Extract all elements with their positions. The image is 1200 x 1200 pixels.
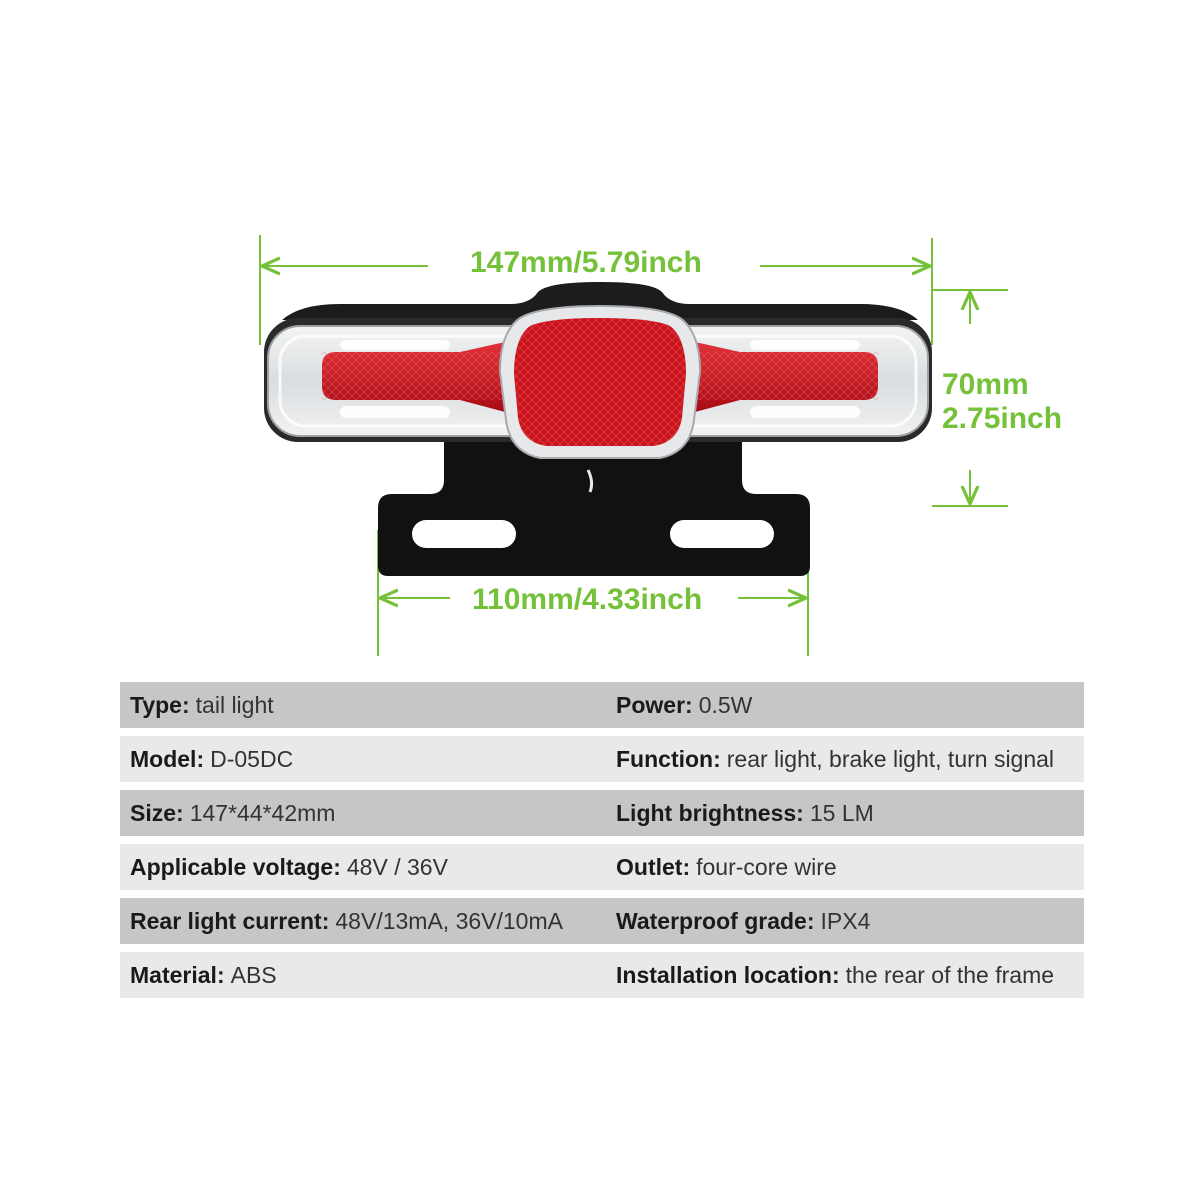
spec-row: Model:D-05DC Function:rear light, brake … bbox=[120, 736, 1084, 782]
spec-row: Applicable voltage:48V / 36V Outlet:four… bbox=[120, 844, 1084, 890]
spec-value: 48V / 36V bbox=[346, 853, 448, 880]
spec-value: tail light bbox=[195, 691, 274, 718]
height-dimension-mm-label: 70mm bbox=[942, 368, 1029, 401]
tail-light-illustration bbox=[259, 235, 1008, 656]
bracket-slot-right bbox=[670, 520, 774, 548]
spec-key: Power bbox=[616, 691, 686, 718]
width-dimension-label: 147mm/5.79inch bbox=[470, 246, 702, 279]
spec-cell: Waterproof grade:IPX4 bbox=[616, 907, 871, 934]
light-housing bbox=[264, 282, 932, 459]
spec-key: Material bbox=[130, 961, 217, 988]
spec-key: Size bbox=[130, 799, 177, 826]
spec-key: Type bbox=[130, 691, 182, 718]
spec-key: Applicable voltage bbox=[130, 853, 334, 880]
spec-cell: Power:0.5W bbox=[616, 691, 753, 718]
spec-key: Light brightness bbox=[616, 799, 797, 826]
spec-cell: Installation location:the rear of the fr… bbox=[616, 961, 1055, 988]
spec-table: Type:tail light Power:0.5W Model:D-05DC … bbox=[120, 682, 1084, 1006]
spec-cell: Model:D-05DC bbox=[130, 745, 294, 772]
spec-cell: Light brightness:15 LM bbox=[616, 799, 874, 826]
spec-row: Material:ABS Installation location:the r… bbox=[120, 952, 1084, 998]
spec-row: Rear light current:48V/13mA, 36V/10mA Wa… bbox=[120, 898, 1084, 944]
spec-key: Function bbox=[616, 745, 714, 772]
spec-value: 147*44*42mm bbox=[189, 799, 336, 826]
spec-key: Model bbox=[130, 745, 197, 772]
spec-cell: Function:rear light, brake light, turn s… bbox=[616, 745, 1055, 772]
spec-cell: Outlet:four-core wire bbox=[616, 853, 837, 880]
spec-value: four-core wire bbox=[696, 853, 837, 880]
product-figure: 147mm/5.79inch 70mm 2.75inch 110mm/4.33i… bbox=[259, 235, 1063, 656]
spec-row: Type:tail light Power:0.5W bbox=[120, 682, 1084, 728]
spec-key: Rear light current bbox=[130, 907, 322, 934]
spec-key: Outlet bbox=[616, 853, 683, 880]
height-dimension-inch-label: 2.75inch bbox=[942, 402, 1063, 435]
bracket-width-dimension-label: 110mm/4.33inch bbox=[472, 583, 703, 616]
spec-value: 0.5W bbox=[698, 691, 753, 718]
spec-cell: Rear light current:48V/13mA, 36V/10mA bbox=[130, 907, 563, 934]
spec-value: ABS bbox=[230, 961, 277, 988]
spec-value: 48V/13mA, 36V/10mA bbox=[335, 907, 563, 934]
spec-value: IPX4 bbox=[820, 907, 871, 934]
dimension-guides bbox=[259, 235, 1008, 656]
spec-value: rear light, brake light, turn signal bbox=[726, 745, 1055, 772]
spec-row: Size:147*44*42mm Light brightness:15 LM bbox=[120, 790, 1084, 836]
spec-cell: Type:tail light bbox=[130, 691, 274, 718]
bracket-slot-left bbox=[412, 520, 516, 548]
spec-key: Installation location bbox=[616, 961, 832, 988]
spec-cell: Material:ABS bbox=[130, 961, 277, 988]
spec-cell: Size:147*44*42mm bbox=[130, 799, 336, 826]
mounting-bracket bbox=[378, 440, 810, 576]
spec-cell: Applicable voltage:48V / 36V bbox=[130, 853, 448, 880]
spec-value: D-05DC bbox=[210, 745, 294, 772]
spec-value: the rear of the frame bbox=[845, 961, 1055, 988]
spec-key: Waterproof grade bbox=[616, 907, 807, 934]
spec-value: 15 LM bbox=[809, 799, 874, 826]
